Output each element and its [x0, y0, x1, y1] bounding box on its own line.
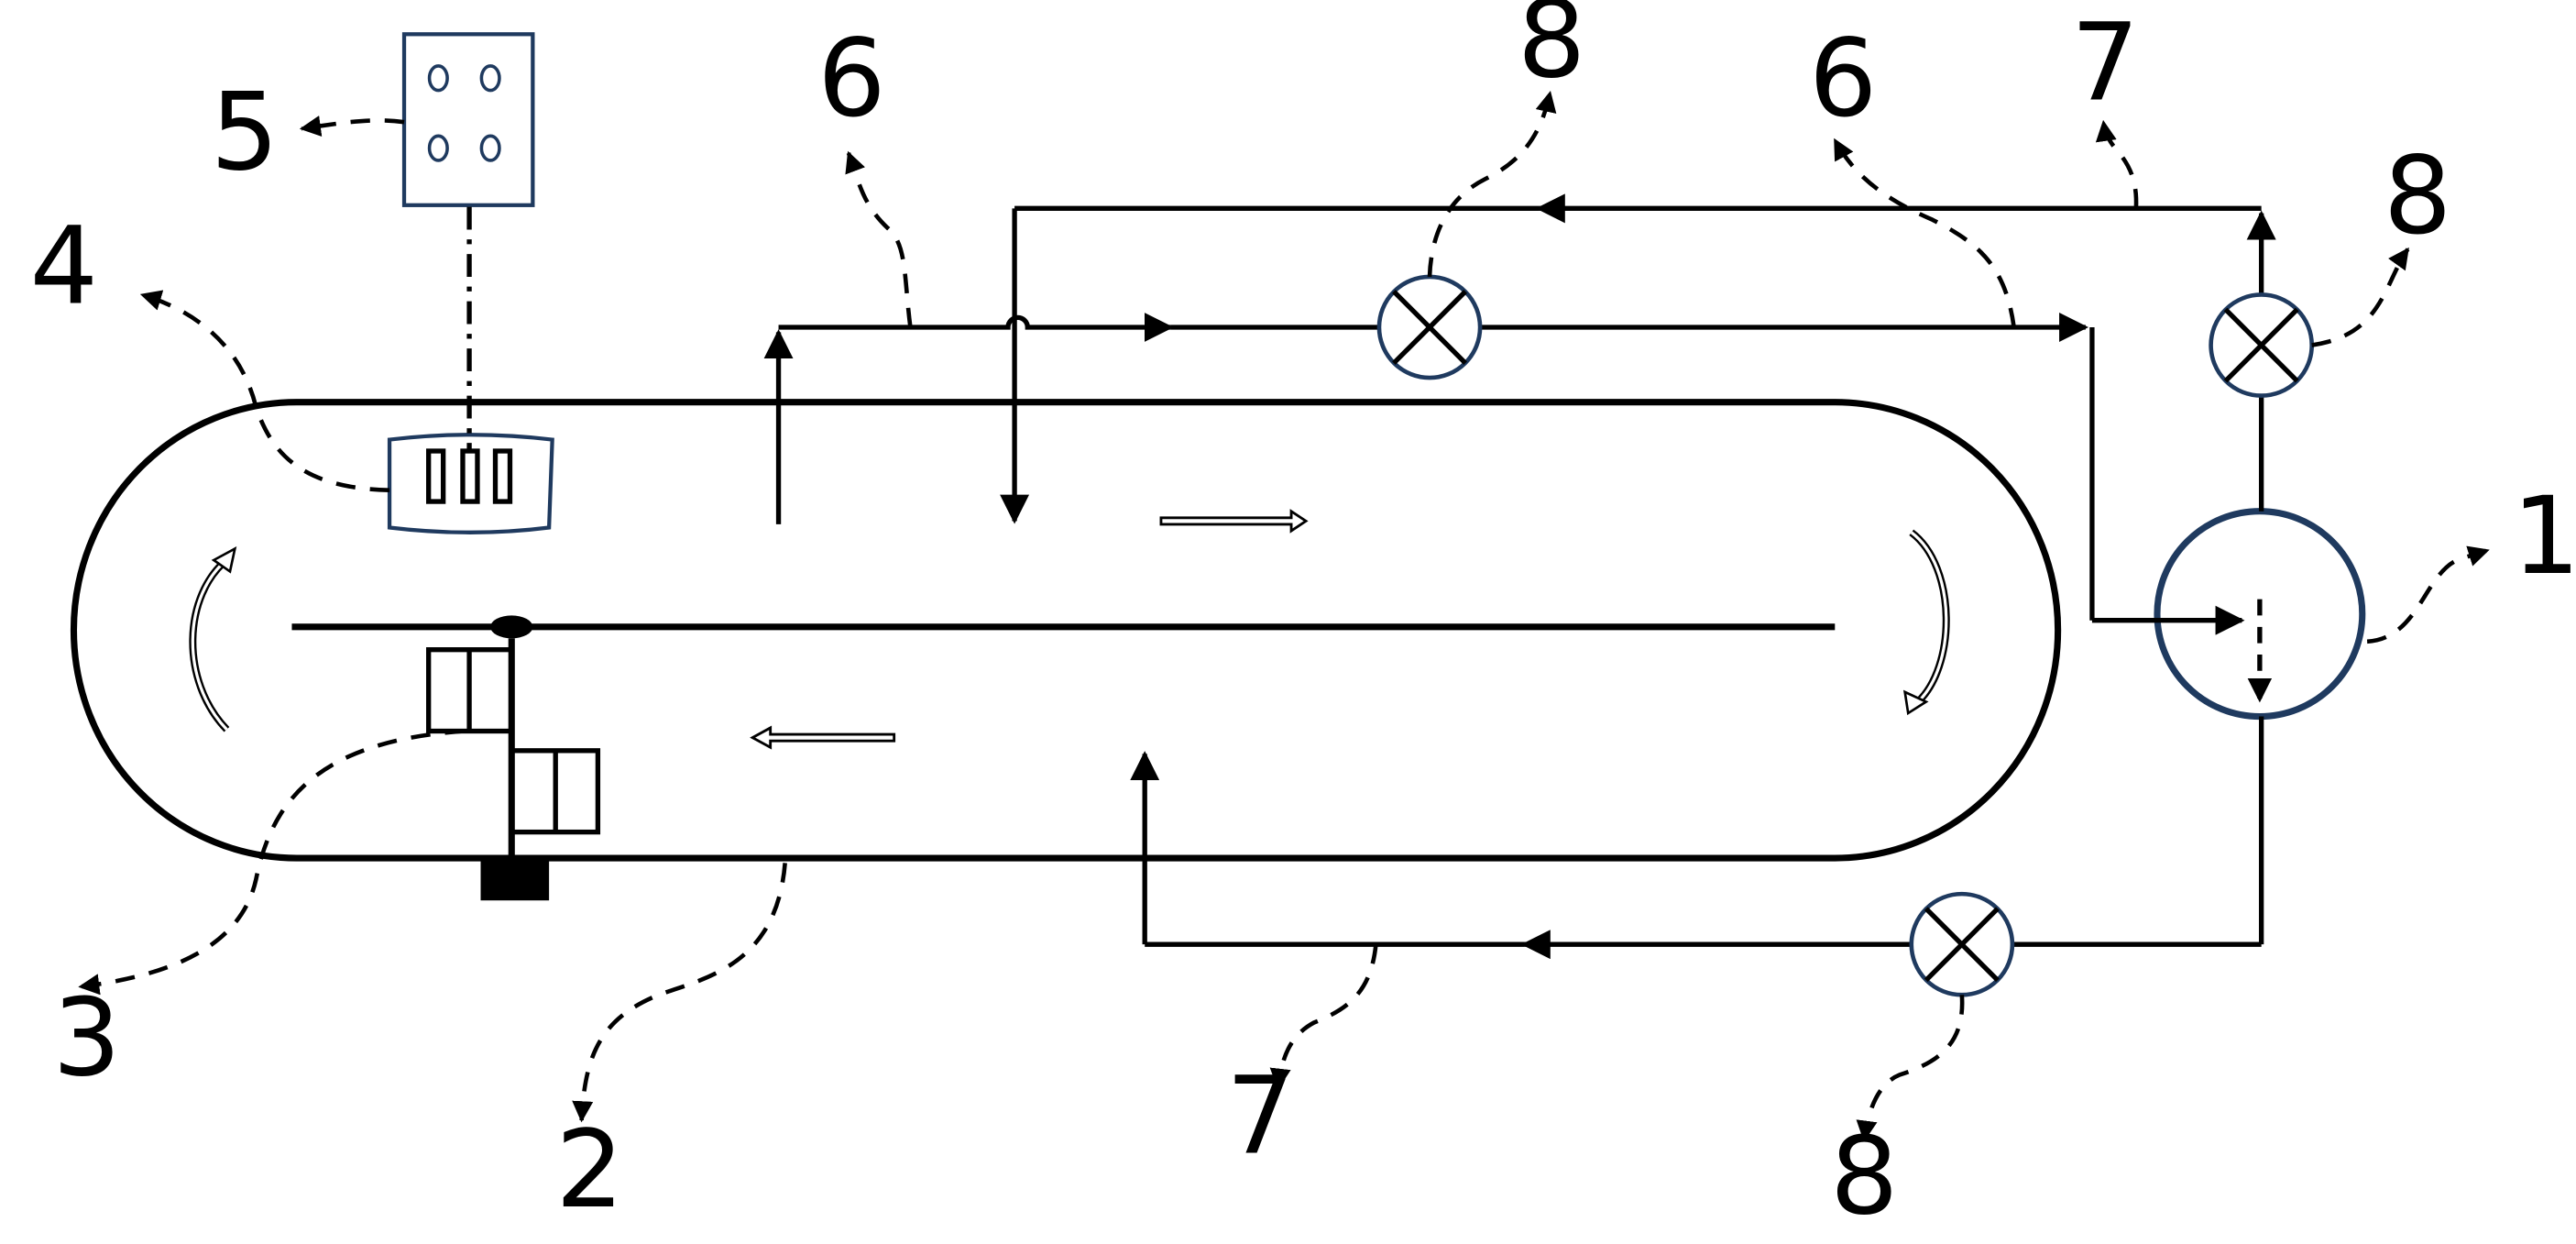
label-4: 4	[30, 203, 99, 328]
flow-arrow-right	[1159, 509, 1309, 534]
label-6-right: 6	[1809, 16, 1878, 141]
label-3: 3	[52, 974, 121, 1100]
return-pipe-bottom	[1130, 716, 2264, 960]
surface-aerator	[426, 615, 601, 901]
label-8-top: 8	[1518, 0, 1586, 102]
oxidation-ditch-tank	[70, 399, 2062, 862]
label-7-bottom: 7	[1226, 1053, 1295, 1179]
label-7-top: 7	[2071, 0, 2140, 125]
valve-top	[1376, 274, 1483, 380]
flow-arrow-left	[750, 725, 896, 750]
label-2: 2	[555, 1106, 624, 1232]
leader-lines	[78, 90, 2490, 1142]
secondary-clarifier	[2154, 508, 2366, 721]
label-5: 5	[211, 70, 280, 195]
valve-right	[2209, 292, 2315, 398]
mixed-liquor-pipe	[763, 313, 2245, 635]
flow-arrow-curve-right	[1902, 529, 1950, 716]
flow-arrow-curve-left	[189, 546, 237, 732]
label-6-left: 6	[817, 16, 886, 141]
label-8-bottom: 8	[1830, 1113, 1899, 1238]
label-1: 1	[2512, 473, 2576, 599]
valve-bottom	[1909, 891, 2015, 997]
return-pipe-top	[1000, 193, 2276, 524]
controller-box	[401, 32, 535, 207]
label-8-right: 8	[2384, 133, 2452, 259]
